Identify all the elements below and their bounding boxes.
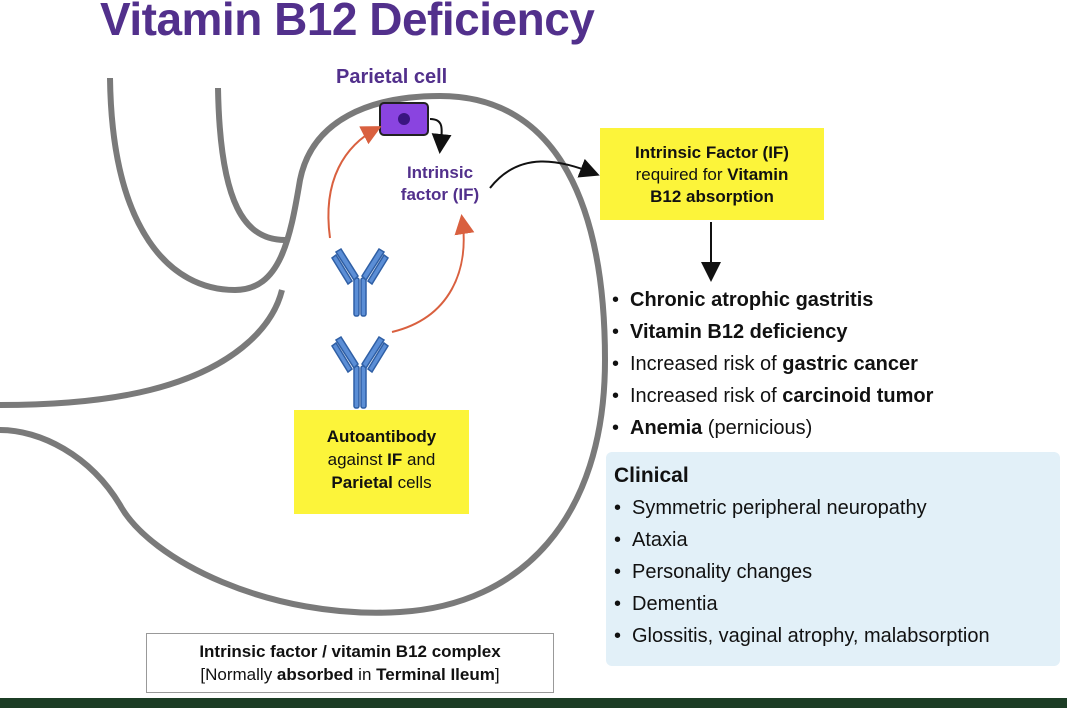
consequence-list: •Chronic atrophic gastritis •Vitamin B12… [612, 284, 933, 444]
antibody-to-cell-arrow [327, 126, 382, 239]
antibody-to-if-arrow [391, 214, 475, 333]
if-to-box-arrow [489, 158, 600, 189]
stomach-lower-wall [0, 289, 285, 408]
list-item: •Personality changes [614, 561, 813, 583]
stomach-inner-wall [215, 87, 286, 243]
footer-bar [0, 698, 1067, 708]
list-item: •Vitamin B12 deficiency [612, 321, 848, 343]
list-item: •Increased risk of gastric cancer [612, 353, 918, 375]
stomach-bottom-wall [0, 519, 320, 648]
stomach-outer-wall [0, 77, 609, 616]
list-item: •Chronic atrophic gastritis [612, 289, 874, 311]
list-item: •Symmetric peripheral neuropathy [614, 497, 927, 519]
complex-caption-box: Intrinsic factor / vitamin B12 complex [… [146, 633, 554, 693]
clinical-panel: Clinical •Symmetric peripheral neuropath… [606, 452, 1060, 666]
parietal-cell-label: Parietal cell [336, 66, 448, 88]
list-item: •Ataxia [614, 529, 688, 551]
list-item: •Increased risk of carcinoid tumor [612, 385, 934, 407]
list-item: •Anemia (pernicious) [612, 417, 813, 439]
list-item: •Glossitis, vaginal atrophy, malabsorpti… [614, 625, 990, 647]
antibody-icon-upper [331, 247, 389, 317]
clinical-heading: Clinical [614, 464, 689, 487]
cell-to-if-arrow [429, 118, 452, 154]
intrinsic-factor-label: Intrinsic factor (IF) [400, 163, 480, 204]
intrinsic-factor-box: Intrinsic Factor (IF) required for Vitam… [600, 128, 824, 220]
autoantibody-box: Autoantibody against IF and Parietal cel… [294, 410, 469, 514]
list-item: •Dementia [614, 593, 718, 615]
antibody-icon-lower [331, 335, 389, 409]
page-title: Vitamin B12 Deficiency [100, 0, 595, 45]
